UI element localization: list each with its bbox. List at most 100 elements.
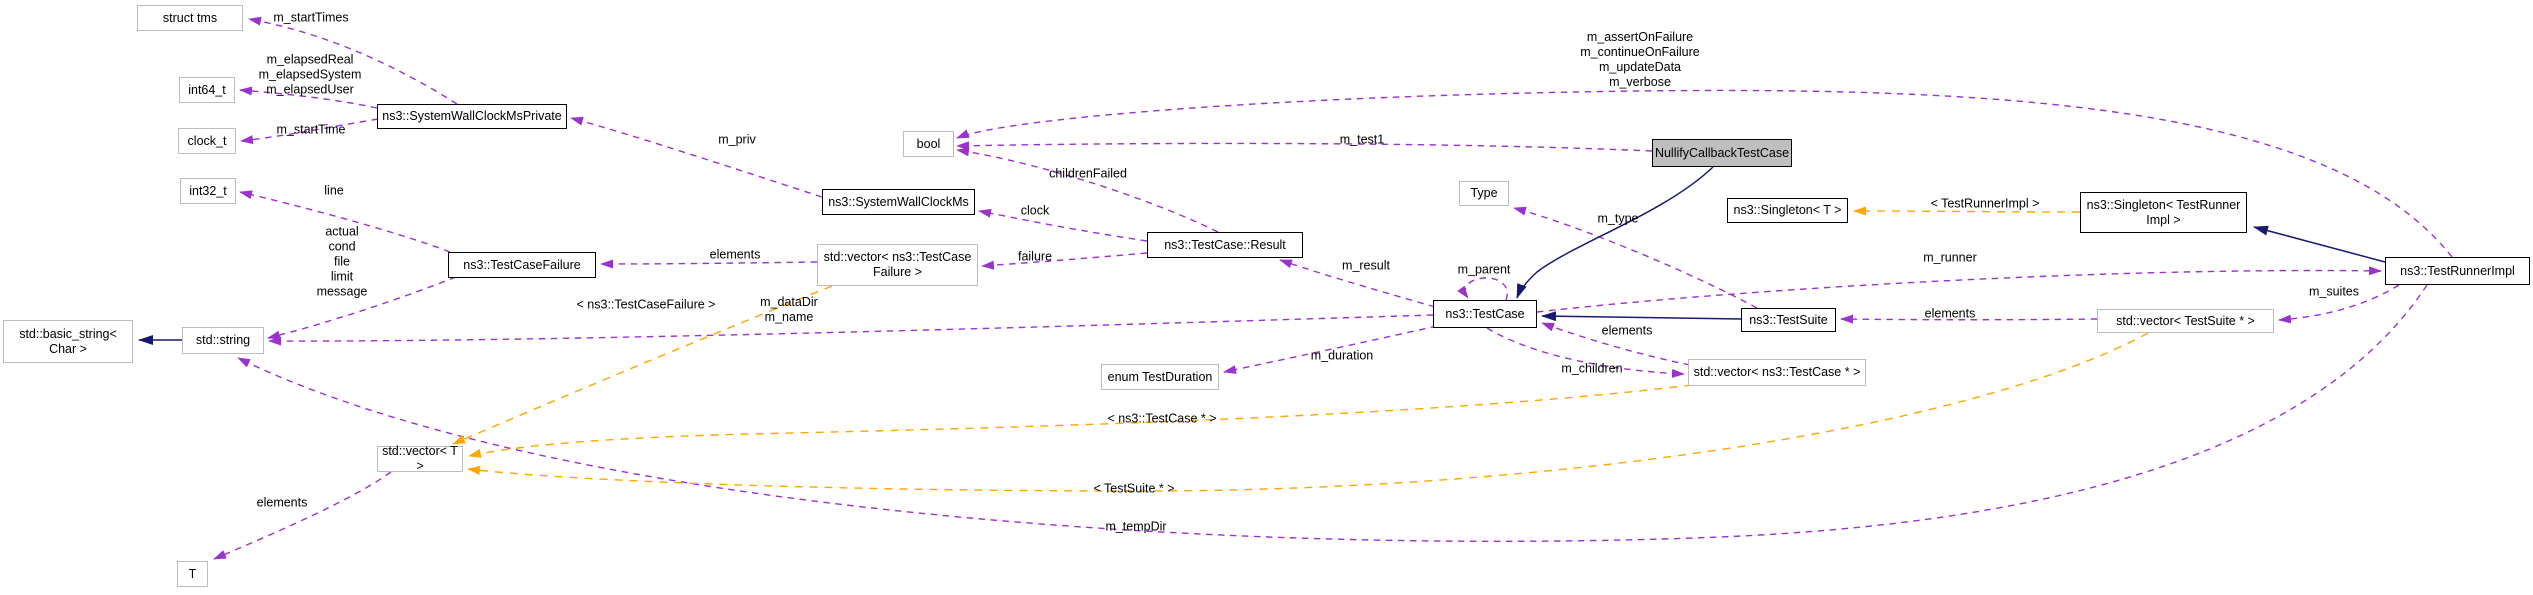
node-std-string: std::string <box>182 327 264 354</box>
edge-m-duration <box>1223 325 1438 374</box>
node-label: struct tms <box>162 10 218 25</box>
edge-m-startTime <box>240 118 379 145</box>
node-ns3-testcase[interactable]: ns3::TestCase <box>1433 300 1537 328</box>
edge-label-m-result: m_result <box>1342 258 1390 273</box>
node-std-basic-string: std::basic_string< Char > <box>3 320 133 363</box>
edge-label-m-children: m_children <box>1561 361 1623 376</box>
edge-m-suites <box>2278 284 2400 324</box>
edge-nullifycallback-inherits-testcase <box>1516 166 1714 299</box>
edge-template-test-case-ptr <box>468 384 1693 458</box>
edge-elements-case-vec <box>1541 322 1691 366</box>
node-label: NullifyCallbackTestCase <box>1654 145 1790 160</box>
edge-elements-T <box>213 471 392 560</box>
node-label: int32_t <box>189 183 227 198</box>
edge-label-runner-bool-members: m_assertOnFailure m_continueOnFailure m_… <box>1580 30 1700 89</box>
node-std-vector-testcase-ptr: std::vector< ns3::TestCase * > <box>1688 359 1866 386</box>
node-label: ns3::SystemWallClockMs <box>828 194 969 209</box>
node-label: std::vector< T > <box>382 444 458 473</box>
edge-label-elements-T: elements <box>256 495 308 510</box>
edge-label-elements-case-vec: elements <box>1601 323 1653 338</box>
edge-label-elements-suite-vec: elements <box>1924 306 1976 321</box>
node-label: bool <box>916 136 941 151</box>
edge-label-elapsed-members: m_elapsedReal m_elapsedSystem m_elapsedU… <box>258 52 362 97</box>
node-label: std::string <box>195 333 251 348</box>
node-ns3-systemwallclockms[interactable]: ns3::SystemWallClockMs <box>822 189 975 215</box>
node-ns3-singleton-T[interactable]: ns3::Singleton< T > <box>1727 198 1848 223</box>
edge-m-runner <box>1536 266 2382 313</box>
edge-label-m-suites: m_suites <box>2308 284 2360 299</box>
node-label: ns3::TestCaseFailure <box>463 257 581 272</box>
node-label: ns3::TestRunnerImpl <box>2400 263 2515 278</box>
node-nullifycallbacktestcase: NullifyCallbackTestCase <box>1652 139 1792 167</box>
node-label: clock_t <box>187 133 227 148</box>
edge-m-priv <box>570 116 823 198</box>
edge-label-m-tempDir: m_tempDir <box>1105 519 1167 534</box>
edge-m-startTimes <box>248 16 458 105</box>
edge-testrunnerimpl-inherits-singleton <box>2253 225 2386 263</box>
node-label: ns3::SystemWallClockMsPrivate <box>382 109 562 124</box>
node-ns3-testcase-result[interactable]: ns3::TestCase::Result <box>1147 232 1303 258</box>
node-label: std::vector< TestSuite * > <box>2116 313 2255 328</box>
edge-label-template-test-runner-impl: < TestRunnerImpl > <box>1930 196 2040 211</box>
edge-label-m-test1: m_test1 <box>1339 132 1385 147</box>
edge-childrenFailed <box>956 147 1219 233</box>
edge-m-children <box>1486 327 1685 378</box>
node-type: Type <box>1459 181 1509 206</box>
edge-label-m-startTimes: m_startTimes <box>273 10 349 25</box>
node-bool: bool <box>903 131 954 157</box>
node-label: std::vector< ns3::TestCase * > <box>1693 365 1861 380</box>
edge-label-m-type: m_type <box>1597 211 1639 226</box>
node-label: std::basic_string< Char > <box>19 326 117 356</box>
edge-label-failure-members: actual cond file limit message <box>316 224 368 299</box>
edge-label-elements-failure-vec: elements <box>709 247 761 262</box>
node-label: ns3::TestCase <box>1445 306 1525 321</box>
edge-label-m-parent: m_parent <box>1457 262 1511 277</box>
edge-label-m-priv: m_priv <box>718 132 756 147</box>
edge-m-type <box>1513 206 1758 309</box>
node-label: ns3::TestCase::Result <box>1164 237 1286 252</box>
edge-m-tempDir <box>237 284 2428 543</box>
node-label: std::vector< ns3::TestCase Failure > <box>823 250 972 279</box>
edge-clock <box>978 208 1148 242</box>
edge-label-m-runner: m_runner <box>1923 250 1977 265</box>
edge-m-dataDir-m-name <box>268 314 1434 346</box>
node-label: Type <box>1470 186 1498 201</box>
node-label: T <box>188 566 197 581</box>
edge-m-test1 <box>956 141 1653 152</box>
node-ns3-testsuite[interactable]: ns3::TestSuite <box>1741 308 1836 332</box>
node-std-vector-T: std::vector< T > <box>377 444 463 473</box>
edge-line <box>239 190 451 253</box>
edge-label-m-duration: m_duration <box>1310 348 1374 363</box>
edge-template-test-case-failure <box>452 285 833 445</box>
node-std-vector-testcasefailure: std::vector< ns3::TestCase Failure > <box>817 244 978 286</box>
edge-testsuite-inherits-testcase <box>1541 311 1742 322</box>
edge-label-template-test-suite-ptr: < TestSuite * > <box>1093 481 1175 496</box>
node-label: int64_t <box>188 82 226 97</box>
node-int64-t: int64_t <box>179 77 235 103</box>
node-ns3-testcasefailure[interactable]: ns3::TestCaseFailure <box>448 252 596 278</box>
edge-label-line: line <box>324 183 344 198</box>
edge-label-clock: clock <box>1020 203 1050 218</box>
edge-label-childrenFailed: childrenFailed <box>1049 166 1127 181</box>
node-clock-t: clock_t <box>178 128 236 154</box>
edge-label-failure: failure <box>1017 249 1053 264</box>
node-std-vector-testsuite-ptr: std::vector< TestSuite * > <box>2097 309 2274 333</box>
edge-label-template-test-case-failure: < ns3::TestCaseFailure > <box>576 297 716 312</box>
node-label: ns3::Singleton< T > <box>1733 203 1842 218</box>
edge-m-parent-selfloop <box>1457 277 1508 301</box>
node-enum-testduration: enum TestDuration <box>1101 364 1219 390</box>
node-ns3-singleton-testrunnerimpl[interactable]: ns3::Singleton< TestRunner Impl > <box>2080 192 2247 233</box>
node-int32-t: int32_t <box>180 178 236 204</box>
node-label: ns3::Singleton< TestRunner Impl > <box>2086 197 2241 227</box>
edge-template-test-suite-ptr <box>467 332 2149 492</box>
edge-failure-members <box>267 276 457 340</box>
node-ns3-systemwallclockmsprivate[interactable]: ns3::SystemWallClockMsPrivate <box>377 104 567 129</box>
node-struct-tms: struct tms <box>137 5 243 31</box>
edge-m-result <box>1279 259 1436 308</box>
edge-elements-failure-vec <box>600 259 818 269</box>
edge-label-m-dataDir-m-name: m_dataDir m_name <box>760 295 818 324</box>
node-ns3-testrunnerimpl[interactable]: ns3::TestRunnerImpl <box>2385 257 2530 285</box>
edge-runner-bools <box>956 89 2453 258</box>
